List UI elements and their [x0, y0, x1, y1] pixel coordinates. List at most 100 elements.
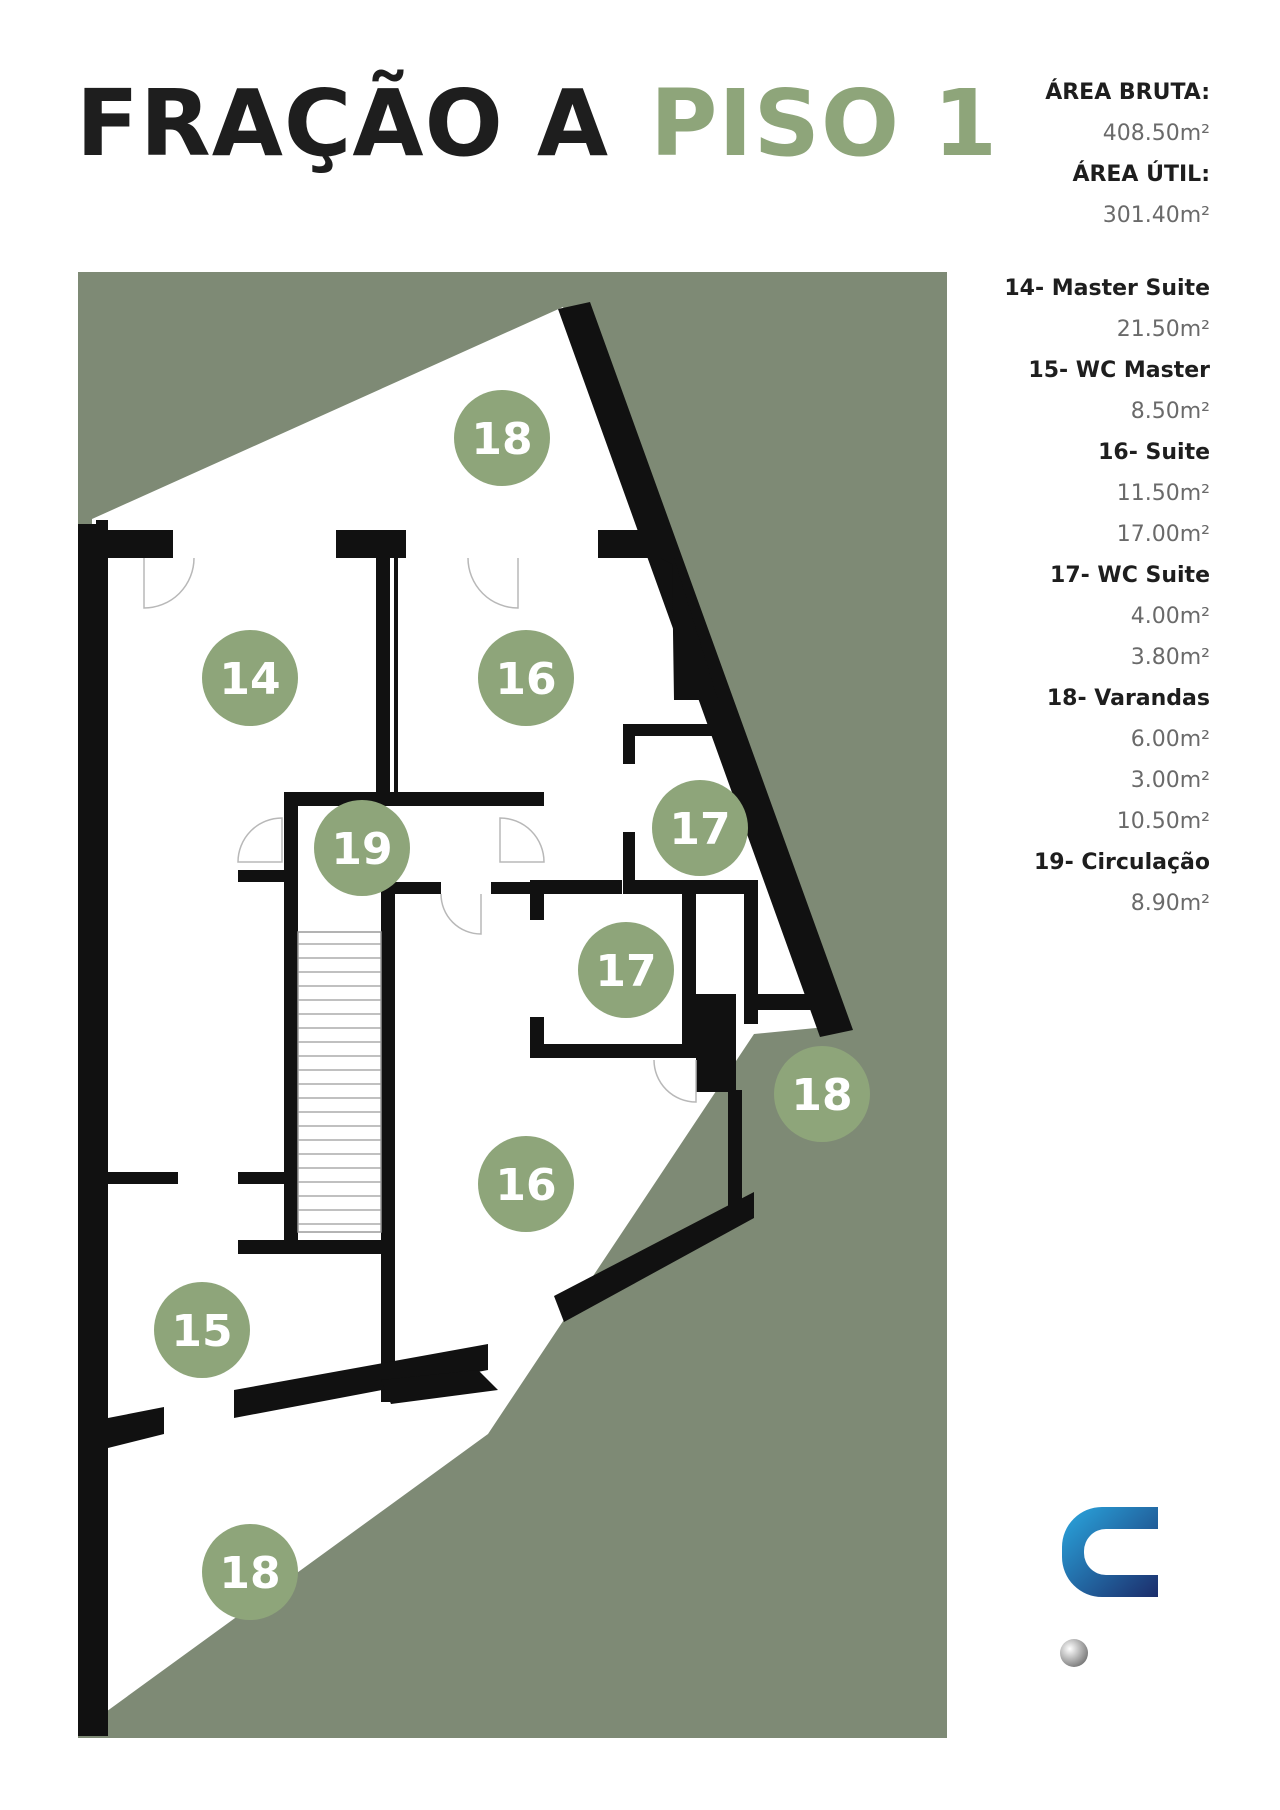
logo-c-shape — [1062, 1507, 1158, 1597]
room-marker-wc-master: 15 — [154, 1282, 250, 1378]
wall-lower-diagonal-b — [381, 1370, 498, 1404]
wall-top-segment-c — [598, 530, 660, 558]
room-legend-area: 8.90m² — [1130, 891, 1210, 916]
marker-circle — [578, 922, 674, 1018]
wall-wc17-left-b — [623, 832, 635, 892]
room-legend-label: 16- Suite — [1098, 440, 1210, 465]
room-legend-area: 17.00m² — [1116, 522, 1210, 547]
staircase — [297, 931, 382, 1233]
room-legend-label: 17- WC Suite — [1050, 563, 1210, 588]
wall-wc17-right — [744, 894, 758, 1024]
stair-outline — [297, 931, 382, 1233]
room-legend-label: 14- Master Suite — [1004, 276, 1210, 301]
wall-circulation-top — [284, 792, 544, 806]
room-legend-label: 15- WC Master — [1028, 358, 1210, 383]
wall-lower-diagonal-c — [554, 1192, 754, 1322]
room-marker-wc-suite-lower: 17 — [578, 922, 674, 1018]
marker-label: 18 — [791, 1070, 852, 1121]
room-marker-suite-top: 16 — [478, 630, 574, 726]
useful-area-value: 301.40m² — [1102, 203, 1210, 228]
marker-circle — [154, 1282, 250, 1378]
door-swing-hall-right — [499, 817, 545, 863]
wall-divider-line — [394, 558, 398, 806]
gross-area-value: 408.50m² — [1102, 121, 1210, 146]
door-swings — [143, 557, 697, 1103]
marker-label: 17 — [669, 804, 730, 855]
marker-label: 17 — [595, 946, 656, 997]
wall-hall-top-b — [491, 882, 531, 894]
wall-hall-top — [395, 882, 441, 894]
room-markers: 18 14 16 19 17 17 — [154, 390, 870, 1620]
brand-logo-icon — [1050, 1495, 1170, 1675]
room-legend-area: 4.00m² — [1130, 604, 1210, 629]
room-marker-circulation: 19 — [314, 800, 410, 896]
room-area-list: 14- Master Suite 21.50m² 15- WC Master 8.50… — [910, 268, 1210, 924]
room-marker-balcony-bottom: 18 — [202, 1524, 298, 1620]
wall-wc17-bottom — [623, 880, 758, 894]
marker-circle — [454, 390, 550, 486]
room-legend-area: 11.50m² — [1116, 481, 1210, 506]
wall-balcony-right-edge — [728, 1090, 742, 1220]
marker-circle — [652, 780, 748, 876]
marker-label: 15 — [171, 1306, 232, 1357]
wall-wc15-right-top — [238, 1240, 381, 1254]
marker-label: 19 — [331, 824, 392, 875]
wall-lower-left — [108, 1407, 164, 1448]
door-swing-14 — [143, 557, 195, 609]
door-swing-hall-left — [237, 817, 283, 863]
room-marker-balcony-top: 18 — [454, 390, 550, 486]
legend-spacer — [910, 236, 1210, 268]
room-legend-area: 3.00m² — [1130, 768, 1210, 793]
floor-title: PISO 1 — [650, 70, 999, 177]
room-marker-wc-suite-upper: 17 — [652, 780, 748, 876]
wall-right-upper — [660, 558, 718, 700]
wall-top-segment-a — [108, 530, 173, 558]
wall-left-inner — [96, 520, 108, 1736]
wall-wc17b-bottom — [530, 1044, 696, 1058]
useful-area-label: ÁREA ÚTIL: — [1072, 162, 1210, 187]
floor-plan-drawing: 18 14 16 19 17 17 — [78, 272, 947, 1738]
door-swing-16-top — [467, 557, 519, 609]
marker-label: 16 — [495, 654, 556, 705]
wall-wc17-left-a — [623, 724, 635, 764]
marker-circle — [202, 630, 298, 726]
plan-walls — [78, 302, 853, 1736]
room-legend-area: 6.00m² — [1130, 727, 1210, 752]
wall-wc17b-right — [682, 894, 696, 1058]
room-legend-label: 18- Varandas — [1046, 686, 1210, 711]
marker-label: 14 — [219, 654, 280, 705]
wall-wc17b-top — [530, 880, 622, 894]
marker-circle — [774, 1046, 870, 1142]
marker-label: 16 — [495, 1160, 556, 1211]
marker-circle — [478, 630, 574, 726]
wall-left-exterior — [78, 524, 96, 1736]
marker-label: 18 — [471, 414, 532, 465]
wall-wc15-top-a — [108, 1172, 178, 1184]
room-legend-area: 10.50m² — [1116, 809, 1210, 834]
gross-area-label: ÁREA BRUTA: — [1045, 80, 1210, 105]
room-marker-suite-bottom: 16 — [478, 1136, 574, 1232]
wall-lower-diagonal-a — [234, 1344, 488, 1418]
room-legend-area: 8.50m² — [1130, 399, 1210, 424]
fraction-title: FRAÇÃO A — [76, 70, 610, 177]
room-legend-area: 21.50m² — [1116, 317, 1210, 342]
marker-circle — [202, 1524, 298, 1620]
wall-stair-left — [284, 806, 298, 1241]
wall-top-segment-b — [336, 530, 406, 558]
door-swing-balcony — [653, 1059, 697, 1103]
room-legend-label: 19- Circulação — [1033, 850, 1210, 875]
brand-logo-drawing — [1060, 1507, 1158, 1667]
logo-dot — [1060, 1639, 1088, 1667]
room-legend-area: 3.80m² — [1130, 645, 1210, 670]
room-marker-master-suite: 14 — [202, 630, 298, 726]
wall-core-block — [696, 994, 736, 1092]
marker-label: 18 — [219, 1548, 280, 1599]
wall-stair-right — [381, 882, 395, 1402]
room-marker-balcony-right: 18 — [774, 1046, 870, 1142]
wall-wc17b-left-a — [530, 880, 544, 920]
wall-closet-top — [238, 870, 286, 882]
area-legend: ÁREA BRUTA: 408.50m² ÁREA ÚTIL: 301.40m²… — [910, 72, 1210, 924]
wall-wc15-top-b — [238, 1172, 286, 1184]
door-swing-16-bottom — [440, 893, 482, 935]
wall-wc17-base — [758, 994, 838, 1010]
